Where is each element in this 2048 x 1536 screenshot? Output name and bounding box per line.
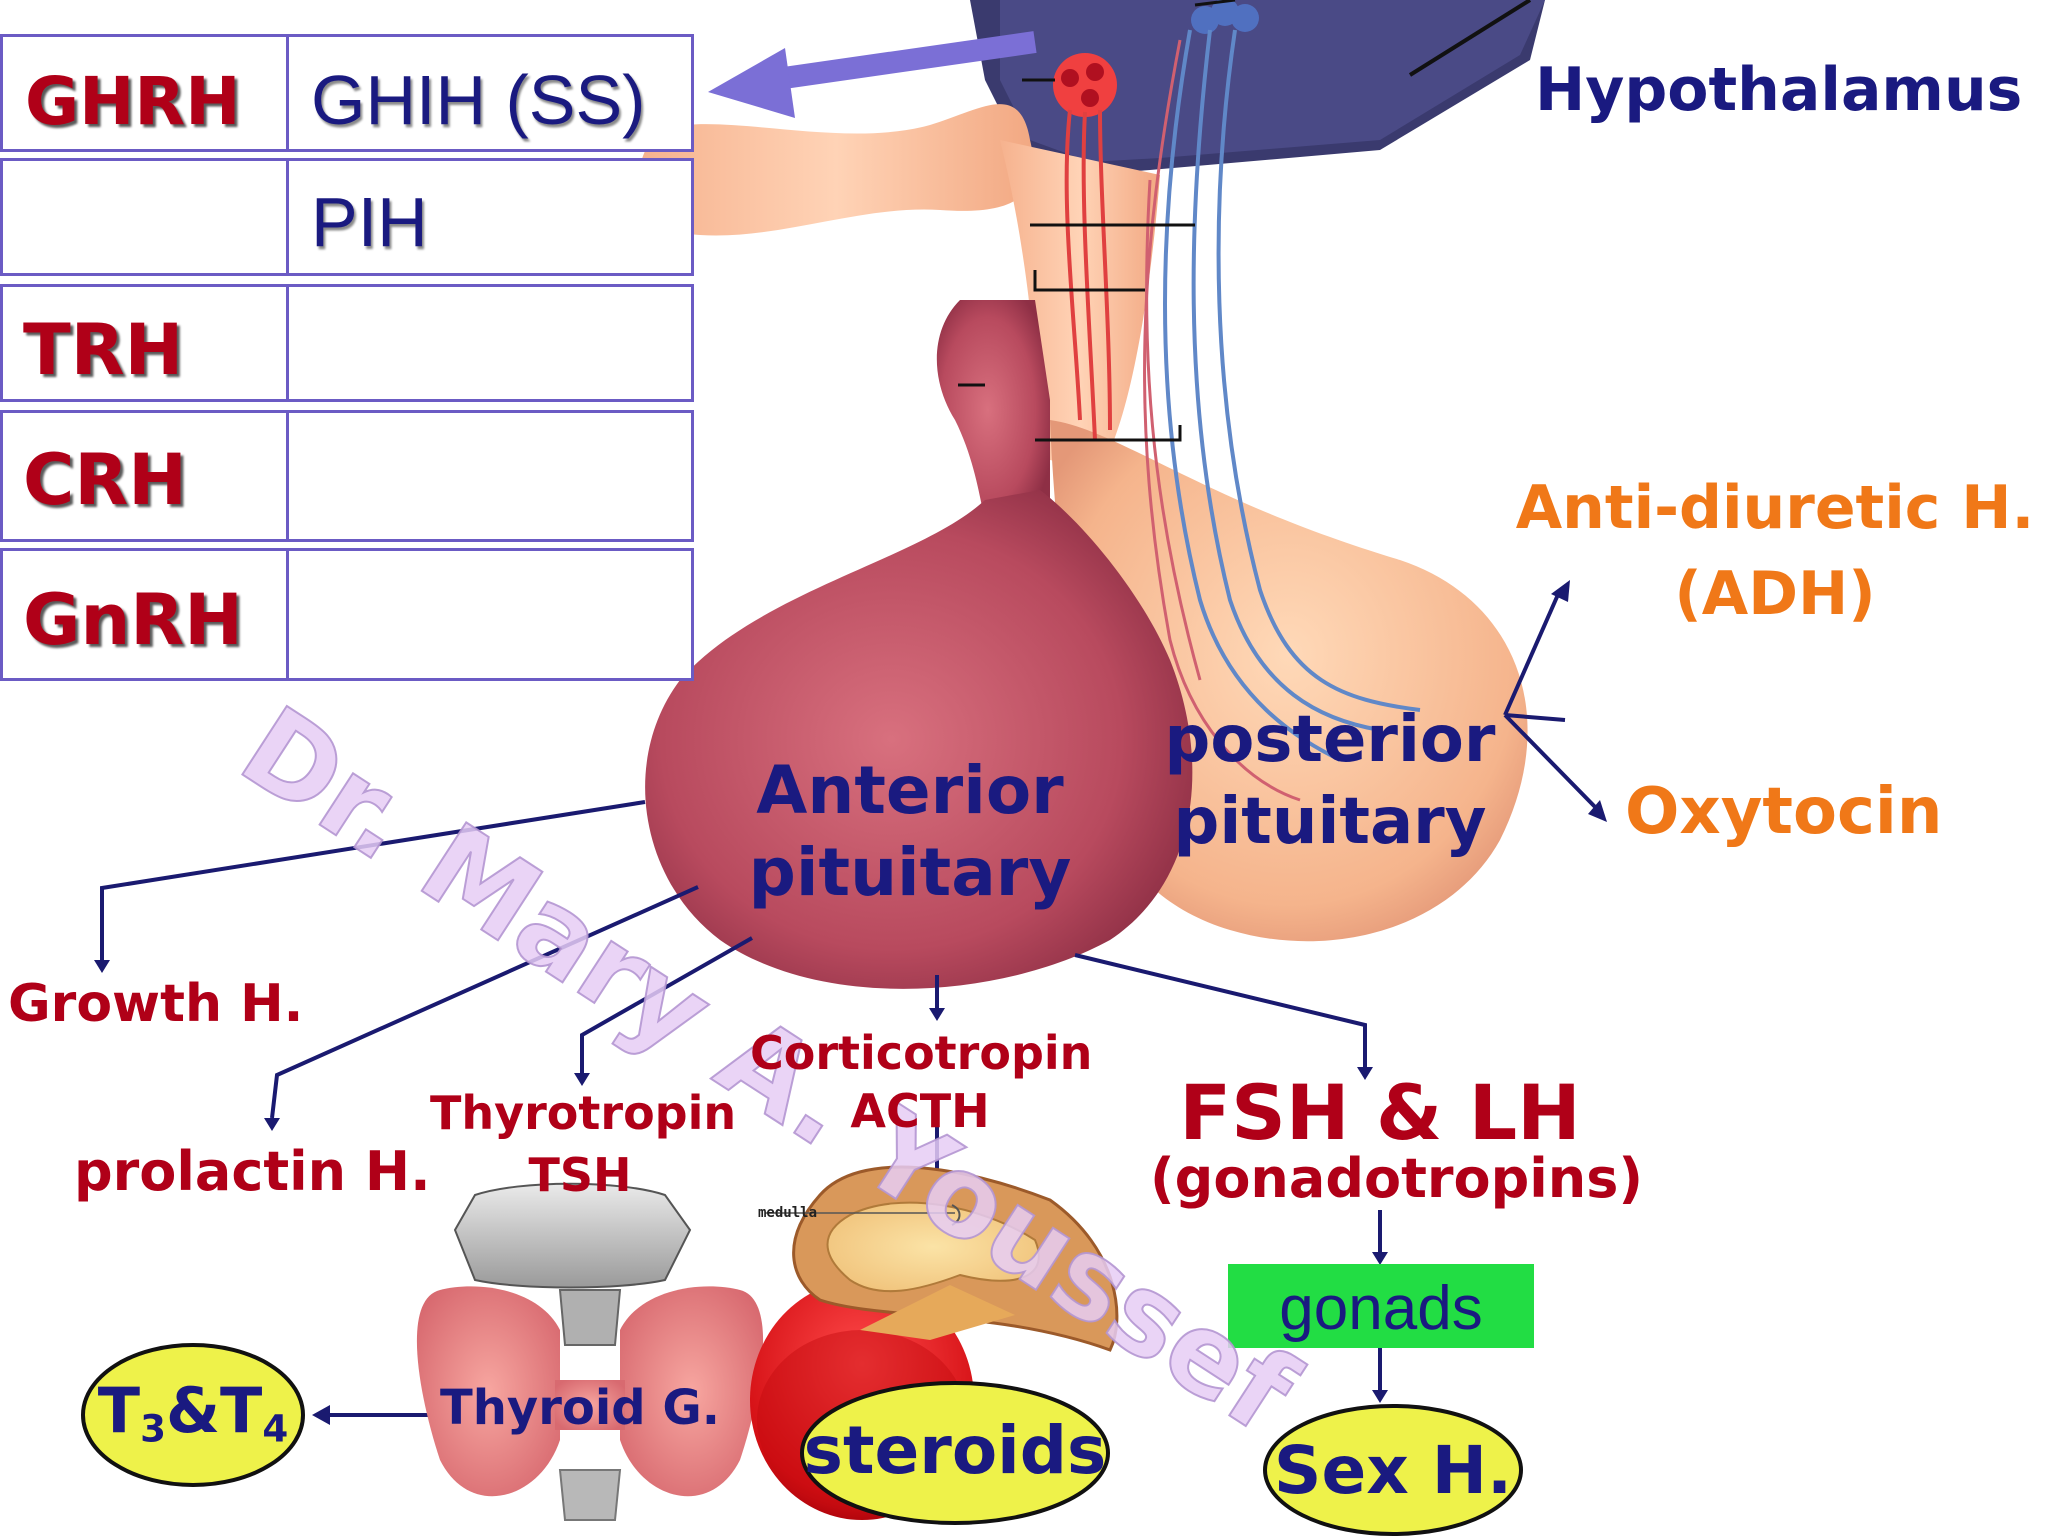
neuron-cluster-blue [1143, 0, 1421, 802]
steroids-label: steroids [803, 1412, 1107, 1489]
crh-label: CRH [23, 439, 187, 521]
anterior-pituitary-lobe [645, 490, 1193, 989]
table-row-4-left: CRH [0, 410, 289, 542]
posterior-pituitary-label-line1: posterior [1164, 703, 1496, 777]
thyrotropin-label-line1: Thyrotropin [430, 1086, 737, 1140]
t3t4-subscript-3: 3 [140, 1406, 166, 1451]
thyroid-gland-illustration [416, 1182, 764, 1521]
t3t4-subscript-4: 4 [262, 1406, 289, 1451]
t3t4-oval [81, 1343, 305, 1487]
table-row-1-left: GHRH [0, 34, 289, 152]
t3t4-text: T3&T4 [83, 1380, 303, 1450]
neuron-cluster-red [1053, 53, 1117, 441]
oxytocin-label: Oxytocin [1625, 775, 1943, 849]
gonadotropins-label: (gonadotropins) [1150, 1147, 1644, 1210]
ghrh-label: GHRH [25, 63, 241, 140]
t3t4-amp-t: &T [165, 1374, 263, 1447]
adh-label-line2: (ADH) [1674, 559, 1876, 629]
table-row-4-right [286, 410, 694, 542]
steroids-oval [800, 1381, 1110, 1525]
sex-hormones-label: Sex H. [1273, 1432, 1513, 1509]
corticotropin-label-line1: Corticotropin [750, 1026, 1093, 1080]
thyrotropin-label-line2: TSH [528, 1148, 632, 1202]
hypothalamus-label: Hypothalamus [1535, 55, 2023, 125]
table-row-5-right [286, 548, 694, 681]
gonads-box-bg [1228, 1264, 1534, 1348]
thyroid-gland-label: Thyroid G. [440, 1380, 721, 1436]
table-row-1-right: GHIH (SS) [286, 34, 694, 152]
t3t4-t: T [97, 1374, 141, 1447]
arrow-to-table [708, 31, 1037, 118]
corticotropin-label-line2: ACTH [850, 1084, 990, 1138]
prolactin-label: prolactin H. [74, 1140, 431, 1203]
table-row-5-left: GnRH [0, 548, 289, 681]
gnrh-label: GnRH [23, 579, 243, 661]
table-row-2-right: PIH [286, 158, 694, 276]
table-row-2-left [0, 158, 289, 276]
fsh-lh-label: FSH & LH [1179, 1068, 1581, 1157]
ghih-ss-label: GHIH (SS) [311, 61, 646, 139]
medulla-label: medulla [758, 1205, 818, 1221]
table-row-3-right [286, 284, 694, 402]
gonads-label: gonads [1279, 1274, 1483, 1343]
adh-label-line1: Anti-diuretic H. [1515, 473, 2035, 543]
posterior-fork-arrows [1503, 589, 1602, 814]
anterior-pituitary-label-line2: pituitary [748, 834, 1072, 911]
trh-label: TRH [23, 309, 184, 391]
table-row-3-left: TRH [0, 284, 289, 402]
posterior-pituitary-label-line2: pituitary [1173, 785, 1487, 859]
pih-label: PIH [311, 183, 428, 261]
anterior-arrows [100, 800, 1382, 1417]
growth-hormone-label: Growth H. [8, 974, 304, 1034]
sex-h-oval [1263, 1404, 1523, 1536]
anterior-pituitary-label-line1: Anterior [756, 752, 1064, 829]
